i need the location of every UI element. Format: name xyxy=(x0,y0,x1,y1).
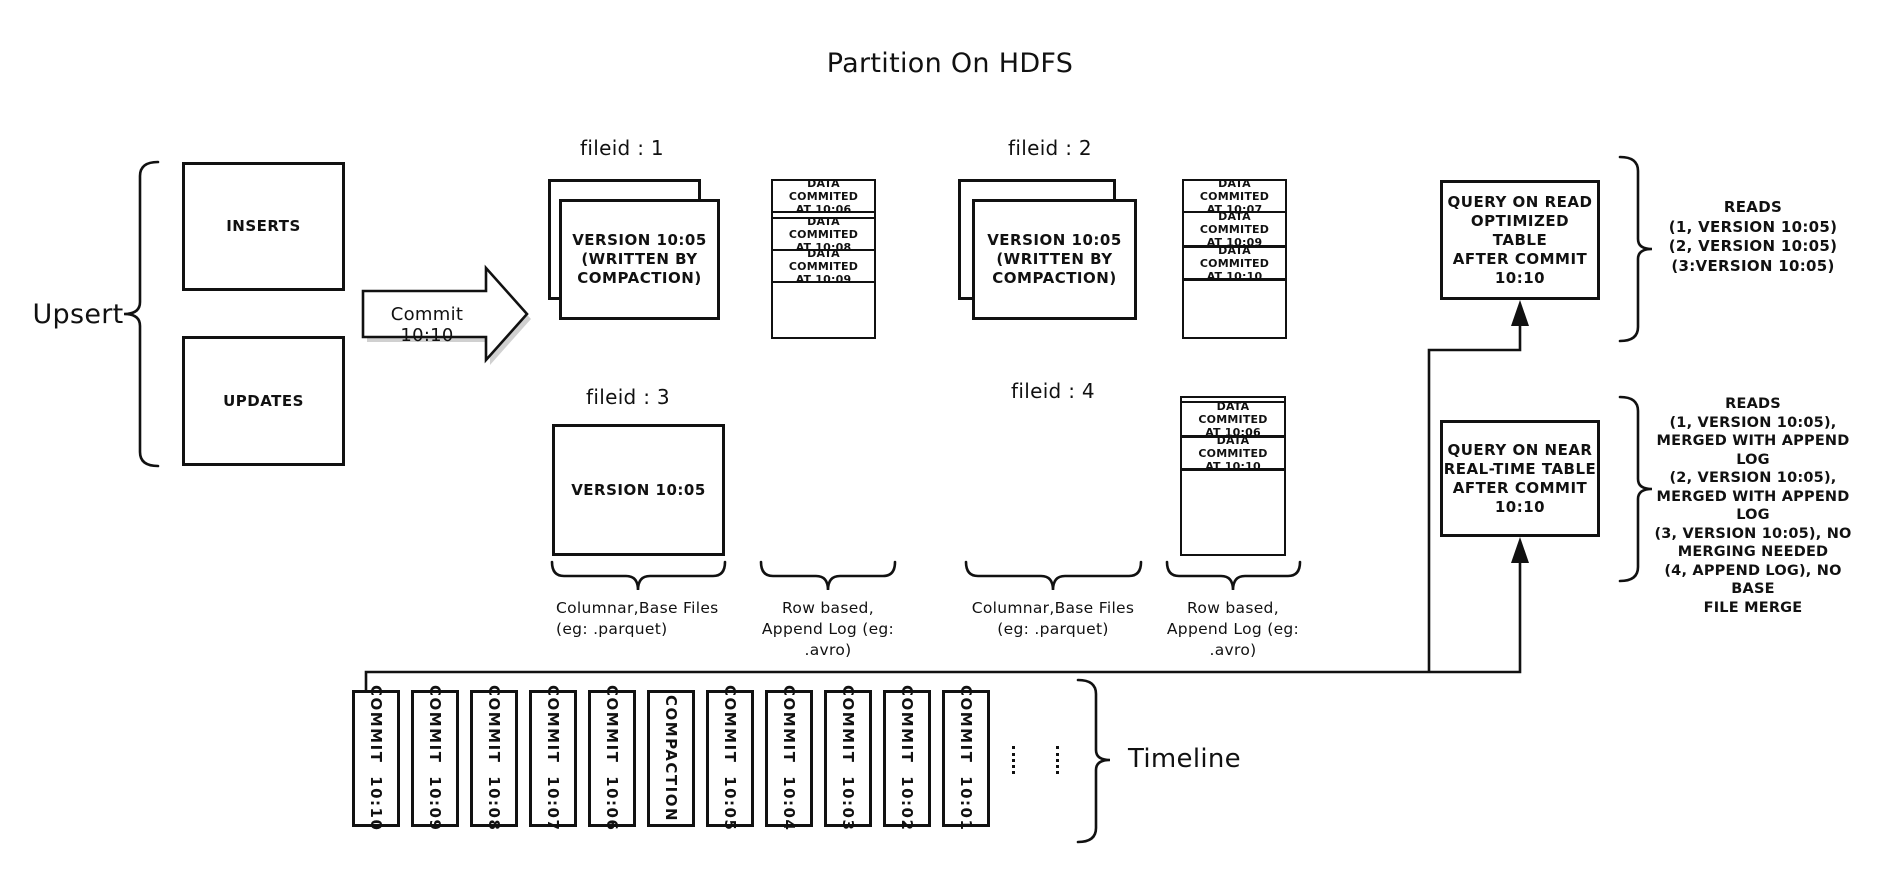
updates-label: UPDATES xyxy=(223,391,304,410)
ellipsis-dots-icon xyxy=(1012,746,1015,774)
updates-box: UPDATES xyxy=(182,336,345,466)
commit-arrow xyxy=(361,264,529,364)
log-file-box-2: DATA COMMITED AT 10:07 DATA COMMITED AT … xyxy=(1182,177,1287,339)
arrowhead-realtime-icon xyxy=(1511,537,1529,563)
filegroup-2-label: fileid : 2 xyxy=(1008,136,1092,160)
timeline-entry-box: COMMIT 10:09 xyxy=(411,685,459,832)
log-segment: DATA COMMITED AT 10:07 xyxy=(1184,177,1285,216)
timeline-entry-box: COMMIT 10:02 xyxy=(883,685,931,832)
log-segment: DATA COMMITED AT 10:06 xyxy=(773,177,874,216)
timeline-to-readoptimized-line xyxy=(1427,326,1522,672)
timeline-entry-label: COMMIT 10:10 xyxy=(367,685,385,832)
inserts-label: INSERTS xyxy=(226,217,301,235)
query-read-optimized-label: QUERY ON READ OPTIMIZED TABLE AFTER COMM… xyxy=(1447,192,1593,287)
timeline-entry-box: COMMIT 10:07 xyxy=(529,685,577,832)
columnar-brace-2 xyxy=(964,560,1143,591)
timeline-to-realtime-line xyxy=(364,563,1522,690)
timeline-entry-label: COMMIT 10:08 xyxy=(485,685,503,832)
query-realtime-label: QUERY ON NEAR REAL-TIME TABLE AFTER COMM… xyxy=(1443,440,1597,516)
timeline-entry-label: COMMIT 10:01 xyxy=(957,685,975,832)
timeline-entry-label: COMMIT 10:05 xyxy=(721,685,739,832)
base-file-box-3: VERSION 10:05 xyxy=(552,424,725,556)
timeline-entry-box: COMMIT 10:04 xyxy=(765,685,813,832)
rowlog-brace-2 xyxy=(1165,560,1302,591)
timeline-entry-box: COMMIT 10:08 xyxy=(470,685,518,832)
base-file-version-2: VERSION 10:05 (WRITTEN BY COMPACTION) xyxy=(987,231,1122,287)
ellipsis-dots-icon xyxy=(1056,746,1059,774)
timeline-entry-box: COMMIT 10:06 xyxy=(588,685,636,832)
log-segment: DATA COMMITED AT 10:10 xyxy=(1182,434,1284,473)
columnar-files-label-2: Columnar,Base Files (eg: .parquet) xyxy=(971,599,1135,638)
reads-annotation-1: READS (1, VERSION 10:05) (2, VERSION 10:… xyxy=(1668,198,1838,275)
timeline-entry-label: COMMIT 10:09 xyxy=(426,685,444,832)
arrowhead-read-optimized-icon xyxy=(1511,300,1529,326)
log-segment: DATA COMMITED AT 10:08 xyxy=(773,215,874,254)
log-file-box-1: DATA COMMITED AT 10:06 DATA COMMITED AT … xyxy=(771,177,876,339)
query-realtime-box: QUERY ON NEAR REAL-TIME TABLE AFTER COMM… xyxy=(1440,420,1600,537)
log-divider xyxy=(1182,398,1284,403)
upsert-brace xyxy=(123,160,160,468)
timeline-label: Timeline xyxy=(1128,744,1241,774)
log-file-box-4: DATA COMMITED AT 10:06 DATA COMMITED AT … xyxy=(1180,396,1286,556)
reads-brace-2 xyxy=(1618,395,1653,583)
base-file-version-3: VERSION 10:05 xyxy=(571,480,706,499)
timeline-entry-box: COMMIT 10:10 xyxy=(352,685,400,832)
timeline-entry-box: COMMIT 10:05 xyxy=(706,685,754,832)
filegroup-1-label: fileid : 1 xyxy=(580,136,664,160)
timeline-brace xyxy=(1076,678,1111,844)
filegroup-4-label: fileid : 4 xyxy=(1011,379,1095,403)
log-segment: DATA COMMITED AT 10:10 xyxy=(1184,244,1285,283)
log-divider xyxy=(773,213,874,219)
timeline-entry-label: COMMIT 10:04 xyxy=(780,685,798,832)
columnar-brace-1 xyxy=(550,560,727,591)
row-based-log-label-2: Row based, Append Log (eg: .avro) xyxy=(1166,599,1300,659)
reads-brace-1 xyxy=(1618,155,1653,343)
filegroup-3-label: fileid : 3 xyxy=(586,385,670,409)
timeline-entry-label: COMMIT 10:02 xyxy=(898,685,916,832)
timeline-entry-label: COMMIT 10:06 xyxy=(603,685,621,832)
log-segment: DATA COMMITED AT 10:09 xyxy=(773,247,874,286)
columnar-files-label-1: Columnar,Base Files (eg: .parquet) xyxy=(556,599,719,638)
timeline-entry-box: COMMIT 10:01 xyxy=(942,685,990,832)
timeline-entry-box: COMMIT 10:03 xyxy=(824,685,872,832)
row-based-log-label-1: Row based, Append Log (eg: .avro) xyxy=(761,599,895,659)
timeline-entry-label: COMMIT 10:07 xyxy=(544,685,562,832)
page-title: Partition On HDFS xyxy=(826,48,1074,79)
log-segment: DATA COMMITED AT 10:06 xyxy=(1198,399,1268,439)
rowlog-brace-1 xyxy=(759,560,897,591)
base-file-box-1: VERSION 10:05 (WRITTEN BY COMPACTION) xyxy=(559,199,720,320)
timeline-entry-label: COMPACTION xyxy=(662,694,680,823)
reads-annotation-2: READS (1, VERSION 10:05), MERGED WITH AP… xyxy=(1654,396,1852,616)
timeline-entry-box: COMPACTION xyxy=(647,690,695,827)
base-file-version-1: VERSION 10:05 (WRITTEN BY COMPACTION) xyxy=(572,231,707,287)
commit-arrow-label: Commit 10:10 xyxy=(390,304,464,346)
inserts-box: INSERTS xyxy=(182,162,345,291)
base-file-box-2: VERSION 10:05 (WRITTEN BY COMPACTION) xyxy=(972,199,1137,320)
upsert-label: Upsert xyxy=(32,299,124,330)
timeline-entry-label: COMMIT 10:03 xyxy=(839,685,857,832)
log-segment: DATA COMMITED AT 10:09 xyxy=(1199,209,1270,249)
query-read-optimized-box: QUERY ON READ OPTIMIZED TABLE AFTER COMM… xyxy=(1440,180,1600,300)
